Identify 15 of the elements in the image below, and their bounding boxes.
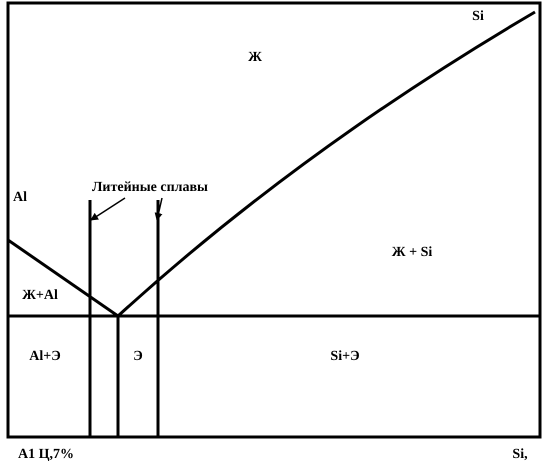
region-label: Литейные сплавы <box>92 180 208 196</box>
region-label: Ж + Si <box>392 245 432 261</box>
region-label: Ж <box>248 50 262 66</box>
region-label: Ж+Al <box>22 288 58 304</box>
region-label: Si+Э <box>330 349 360 365</box>
leader-line <box>154 198 163 221</box>
alloy-composition-line <box>88 200 92 437</box>
axis-label: A1 Ц,7% <box>18 447 74 463</box>
axis-label: Si, <box>512 447 528 463</box>
element-label: Si <box>472 9 484 25</box>
region-label: Э <box>133 349 143 365</box>
region-label: Al+Э <box>29 349 61 365</box>
leader-line <box>90 197 126 221</box>
alloy-composition-line <box>156 200 160 437</box>
element-label: Al <box>13 190 27 206</box>
